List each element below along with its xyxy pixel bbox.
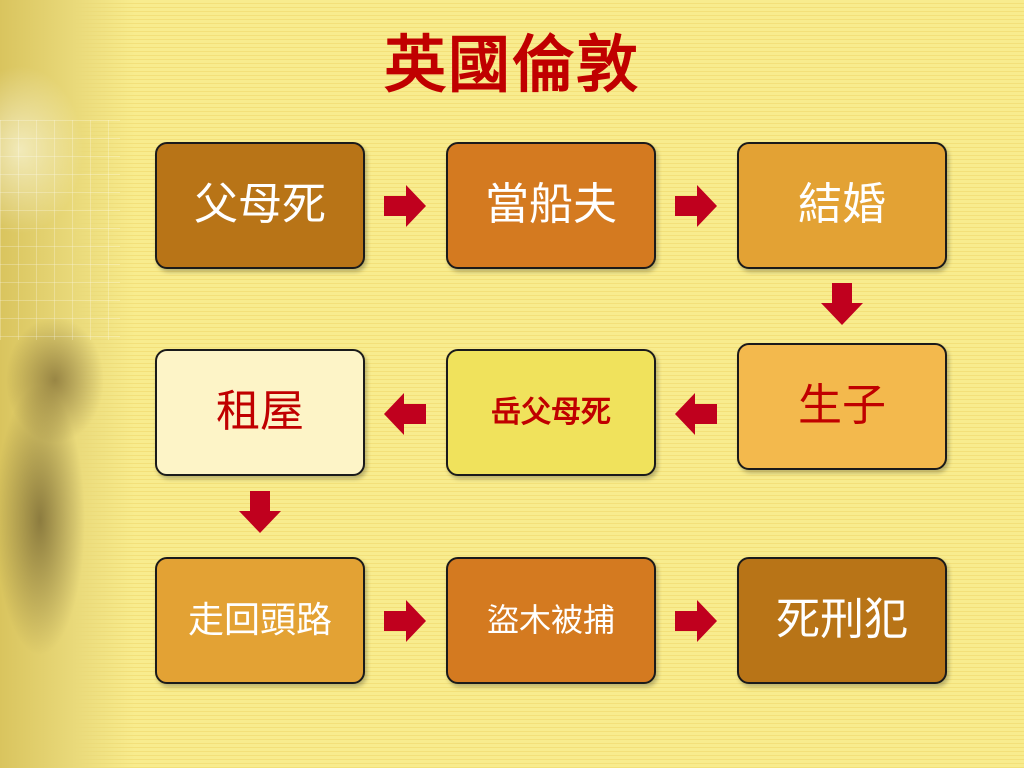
arrow-down-icon (819, 281, 865, 327)
node-death-row: 死刑犯 (737, 557, 947, 684)
node-label: 岳父母死 (491, 395, 611, 430)
node-have-child: 生子 (737, 343, 947, 470)
node-arrested: 盜木被捕 (446, 557, 656, 684)
arrow-right-icon (673, 598, 719, 644)
node-label: 生子 (798, 380, 886, 432)
node-label: 死刑犯 (776, 594, 908, 646)
arrow-left-icon (673, 391, 719, 437)
node-label: 結婚 (798, 179, 886, 231)
arrow-left-icon (382, 391, 428, 437)
node-go-back: 走回頭路 (155, 557, 365, 684)
node-in-laws-die: 岳父母死 (446, 349, 656, 476)
node-label: 租屋 (216, 386, 304, 438)
arrow-right-icon (382, 183, 428, 229)
background-photo (0, 0, 135, 768)
arrow-down-icon (237, 489, 283, 535)
page-title: 英國倫敦 (383, 28, 640, 101)
node-label: 走回頭路 (187, 599, 332, 641)
node-label: 父母死 (194, 179, 326, 231)
node-rent-house: 租屋 (155, 349, 365, 476)
arrow-right-icon (673, 183, 719, 229)
node-label: 當船夫 (485, 179, 617, 231)
background-grid (0, 120, 120, 340)
node-parents-die: 父母死 (155, 142, 365, 269)
node-label: 盜木被捕 (486, 600, 615, 639)
arrow-right-icon (382, 598, 428, 644)
node-marriage: 結婚 (737, 142, 947, 269)
node-boatman: 當船夫 (446, 142, 656, 269)
